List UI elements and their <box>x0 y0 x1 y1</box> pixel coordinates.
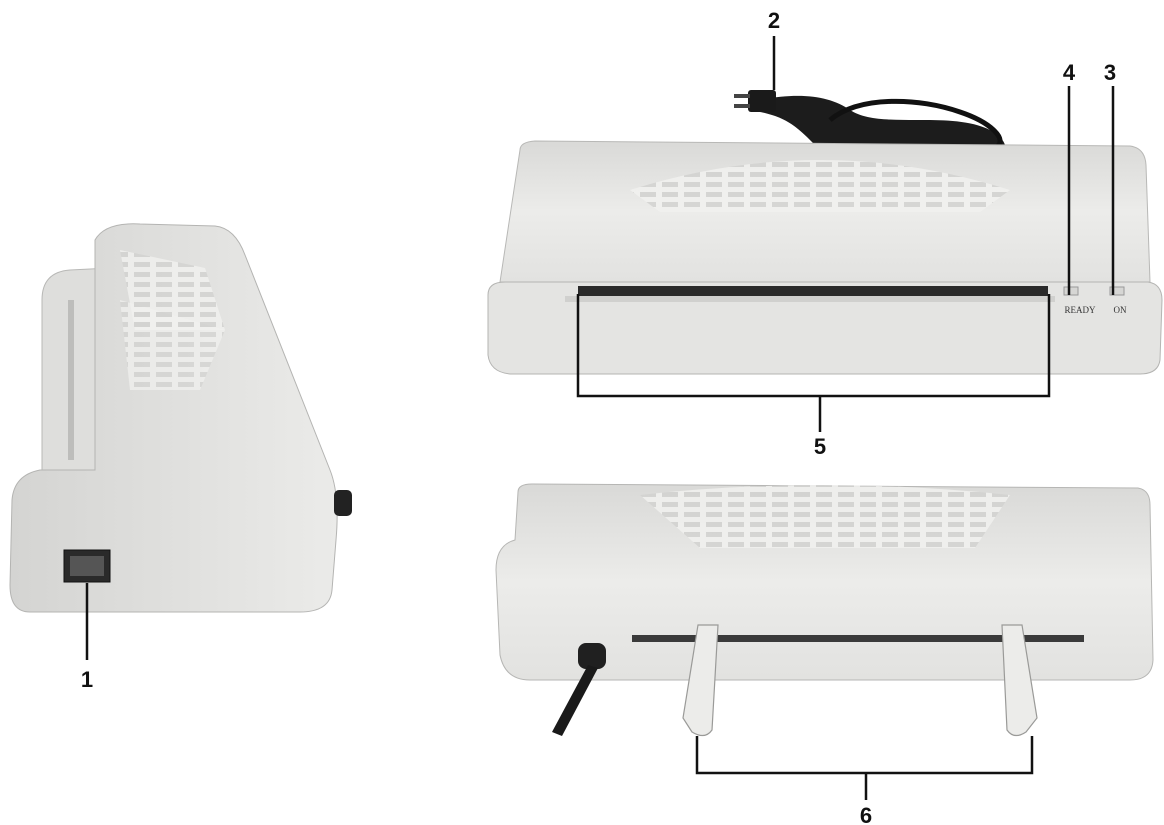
callout-1: 1 <box>81 667 93 692</box>
rear-cord <box>552 665 598 736</box>
plug-prong-b <box>734 104 750 108</box>
power-plug <box>748 90 776 112</box>
indicator-ready-light <box>1063 286 1079 296</box>
side-cord-stub <box>334 490 352 516</box>
power-cord <box>760 95 1006 152</box>
indicator-on-light <box>1109 286 1125 296</box>
front-view: 2 READY ON 4 3 5 <box>487 8 1163 459</box>
indicator-on-label: ON <box>1114 305 1127 315</box>
rear-vents <box>640 485 1010 548</box>
front-base <box>487 281 1163 375</box>
side-body <box>9 223 338 613</box>
callout-5: 5 <box>814 434 826 459</box>
rear-body <box>495 483 1154 681</box>
callout-3: 3 <box>1104 60 1116 85</box>
power-cord-loop <box>828 98 1003 151</box>
callout-6-bracket <box>695 736 1034 775</box>
feed-slot <box>578 286 1048 296</box>
rear-cord-grommet <box>578 643 606 669</box>
plug-prong-a <box>734 94 750 98</box>
callout-6: 6 <box>860 803 872 825</box>
front-vents <box>630 160 1010 212</box>
callout-2: 2 <box>768 8 780 33</box>
callout-4: 4 <box>1063 60 1076 85</box>
side-slot <box>68 300 74 460</box>
feed-slot-lip <box>565 296 1055 302</box>
rear-view: 6 <box>495 483 1154 825</box>
support-leg-right <box>1001 624 1038 737</box>
indicator-ready-label: READY <box>1065 305 1096 315</box>
side-view: 1 <box>9 223 352 692</box>
exit-slot <box>632 635 1084 642</box>
support-leg-left <box>682 624 719 737</box>
side-vents-lower <box>120 300 225 390</box>
callout-5-bracket <box>576 294 1051 398</box>
power-switch-rocker <box>70 556 104 576</box>
